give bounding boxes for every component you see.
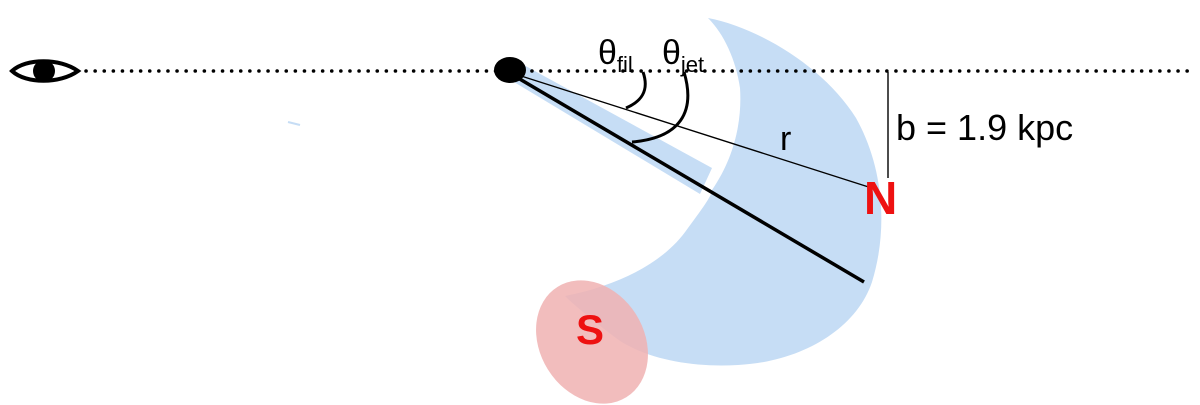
south-label: S [576, 306, 604, 353]
theta-jet-arc [631, 71, 690, 144]
r-label: r [780, 120, 791, 158]
north-label: N [864, 172, 897, 224]
theta-fil-arc [625, 71, 647, 110]
blue-crescent-shape [565, 18, 882, 366]
theta-jet-subscript: jet [680, 52, 704, 77]
b-label: b = 1.9 kpc [896, 107, 1073, 148]
theta-fil-label: θfil [598, 34, 633, 77]
central-source [494, 57, 526, 83]
south-blob [536, 280, 648, 404]
eye-icon [9, 59, 82, 83]
filament-line-r [517, 74, 879, 191]
jet-line [517, 76, 865, 284]
theta-jet-label: θjet [662, 34, 704, 77]
small-dash-mark [287, 121, 301, 126]
theta-fil-subscript: fil [617, 52, 633, 77]
